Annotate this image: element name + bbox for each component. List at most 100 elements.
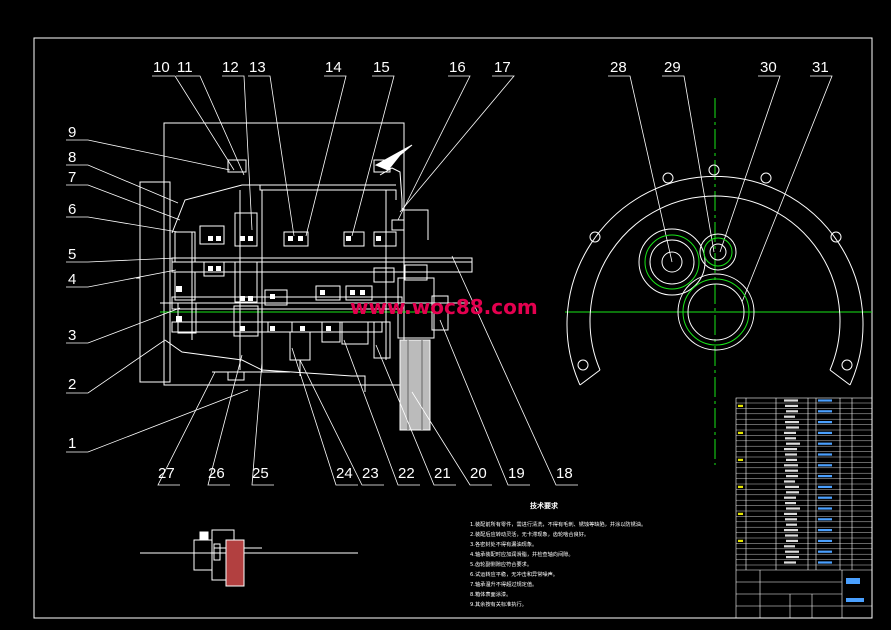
detail-view [140, 529, 358, 587]
table-cell-mark [786, 491, 799, 494]
svg-text:28: 28 [610, 59, 627, 76]
gear-layout-view [565, 98, 872, 465]
title-block-mark [846, 598, 864, 602]
table-cell-mark [818, 507, 832, 510]
table-cell-mark [784, 480, 795, 483]
svg-text:5: 5 [68, 246, 76, 263]
svg-text:2.装配后应转动灵活，无卡滞现象，齿轮啮合良好。: 2.装配后应转动灵活，无卡滞现象，齿轮啮合良好。 [470, 530, 589, 538]
svg-text:4.轴承装配时应加润滑脂，并检查轴向间隙。: 4.轴承装配时应加润滑脂，并检查轴向间隙。 [470, 550, 574, 558]
svg-text:4: 4 [68, 271, 76, 288]
table-cell-mark [818, 561, 832, 564]
table-cell-mark [784, 496, 796, 499]
svg-text:6.试运转应平稳，无冲击和异常噪声。: 6.试运转应平稳，无冲击和异常噪声。 [470, 570, 558, 578]
svg-text:19: 19 [508, 465, 525, 482]
parts-list-table [735, 397, 873, 619]
svg-text:3: 3 [68, 327, 76, 344]
svg-text:31: 31 [812, 59, 829, 76]
table-cell-mark [786, 475, 798, 478]
leader-lines [66, 75, 833, 486]
svg-text:27: 27 [158, 465, 175, 482]
svg-text:23: 23 [362, 465, 379, 482]
part-labels-left: 9 8 7 6 5 4 3 2 1 [68, 124, 76, 452]
table-cell-mark [818, 550, 832, 553]
table-cell-mark [784, 561, 796, 564]
table-cell-mark [784, 512, 797, 515]
table-cell-mark [818, 518, 832, 521]
table-cell-mark [786, 426, 799, 429]
svg-text:3.各密封处不得有漏油现象。: 3.各密封处不得有漏油现象。 [470, 540, 537, 548]
watermark-text: www.woc88.com [350, 295, 538, 319]
table-cell-mark [818, 539, 832, 542]
table-cell-mark [785, 485, 799, 488]
table-cell-mark [786, 507, 800, 510]
table-cell-mark [785, 437, 796, 440]
table-cell-mark [786, 442, 800, 445]
svg-text:8: 8 [68, 149, 76, 166]
svg-text:11: 11 [177, 59, 193, 76]
svg-text:13: 13 [249, 59, 266, 76]
svg-text:26: 26 [208, 465, 225, 482]
table-cell-mark [786, 410, 798, 413]
table-cell-mark [785, 469, 798, 472]
svg-text:9: 9 [68, 124, 76, 141]
table-cell-mark [818, 431, 832, 434]
svg-text:1.装配前所有零件，需进行清洗，不得有毛刺、锈蚀等缺陷，并涂: 1.装配前所有零件，需进行清洗，不得有毛刺、锈蚀等缺陷，并涂以防锈油。 [470, 520, 646, 528]
table-cell-mark [818, 529, 832, 532]
svg-text:17: 17 [494, 59, 511, 76]
part-labels-right: 28 29 30 31 [610, 59, 829, 76]
table-cell-mark [784, 545, 795, 548]
table-cell-mark [818, 399, 832, 402]
table-cell-mark [784, 448, 797, 451]
table-cell-mark [738, 431, 743, 434]
table-cell-mark [738, 512, 743, 515]
svg-text:15: 15 [373, 59, 390, 76]
svg-text:22: 22 [398, 465, 415, 482]
svg-text:14: 14 [325, 59, 342, 76]
table-cell-mark [738, 404, 743, 407]
svg-text:7.轴承温升不得超过规定值。: 7.轴承温升不得超过规定值。 [470, 580, 537, 588]
svg-text:25: 25 [252, 465, 269, 482]
table-cell-mark [818, 464, 832, 467]
table-cell-mark [818, 475, 832, 478]
table-cell-mark [818, 421, 832, 424]
svg-text:1: 1 [68, 435, 76, 452]
table-cell-mark [738, 458, 743, 461]
table-cell-mark [738, 485, 743, 488]
svg-text:7: 7 [68, 169, 76, 186]
svg-text:6: 6 [68, 201, 76, 218]
svg-text:16: 16 [449, 59, 466, 76]
svg-text:21: 21 [434, 465, 451, 482]
technical-notes: 技术要求 1.装配前所有零件，需进行清洗，不得有毛刺、锈蚀等缺陷，并涂以防锈油。… [470, 501, 646, 608]
table-cell-mark [785, 550, 799, 553]
table-cell-mark [784, 529, 798, 532]
table-cell-mark [786, 556, 799, 559]
parts-list-rows [736, 402, 872, 566]
svg-text:5.齿轮副侧隙应符合要求。: 5.齿轮副侧隙应符合要求。 [470, 560, 532, 568]
svg-text:8.箱体表面涂漆。: 8.箱体表面涂漆。 [470, 590, 511, 598]
parts-list-marks [738, 399, 864, 602]
table-cell-mark [785, 421, 799, 424]
drawing-border [33, 37, 873, 619]
table-cell-mark [818, 485, 832, 488]
table-cell-mark [784, 399, 798, 402]
table-cell-mark [785, 518, 797, 521]
table-cell-mark [785, 502, 796, 505]
svg-text:24: 24 [336, 465, 353, 482]
title-block-mark [846, 578, 860, 584]
table-cell-mark [785, 534, 798, 537]
table-cell-mark [818, 496, 832, 499]
table-cell-mark [818, 442, 832, 445]
table-cell-mark [785, 453, 797, 456]
svg-text:技术要求: 技术要求 [530, 501, 559, 510]
table-cell-mark [786, 523, 797, 526]
svg-text:10: 10 [153, 59, 170, 76]
table-cell-mark [786, 458, 797, 461]
svg-text:20: 20 [470, 465, 487, 482]
svg-text:2: 2 [68, 376, 76, 393]
table-cell-mark [784, 431, 796, 434]
part-labels-bottom: 27 26 25 24 23 22 21 20 19 18 [158, 465, 573, 482]
svg-text:9.其余按有关标准执行。: 9.其余按有关标准执行。 [470, 600, 527, 608]
svg-text:30: 30 [760, 59, 777, 76]
table-cell-mark [818, 410, 832, 413]
